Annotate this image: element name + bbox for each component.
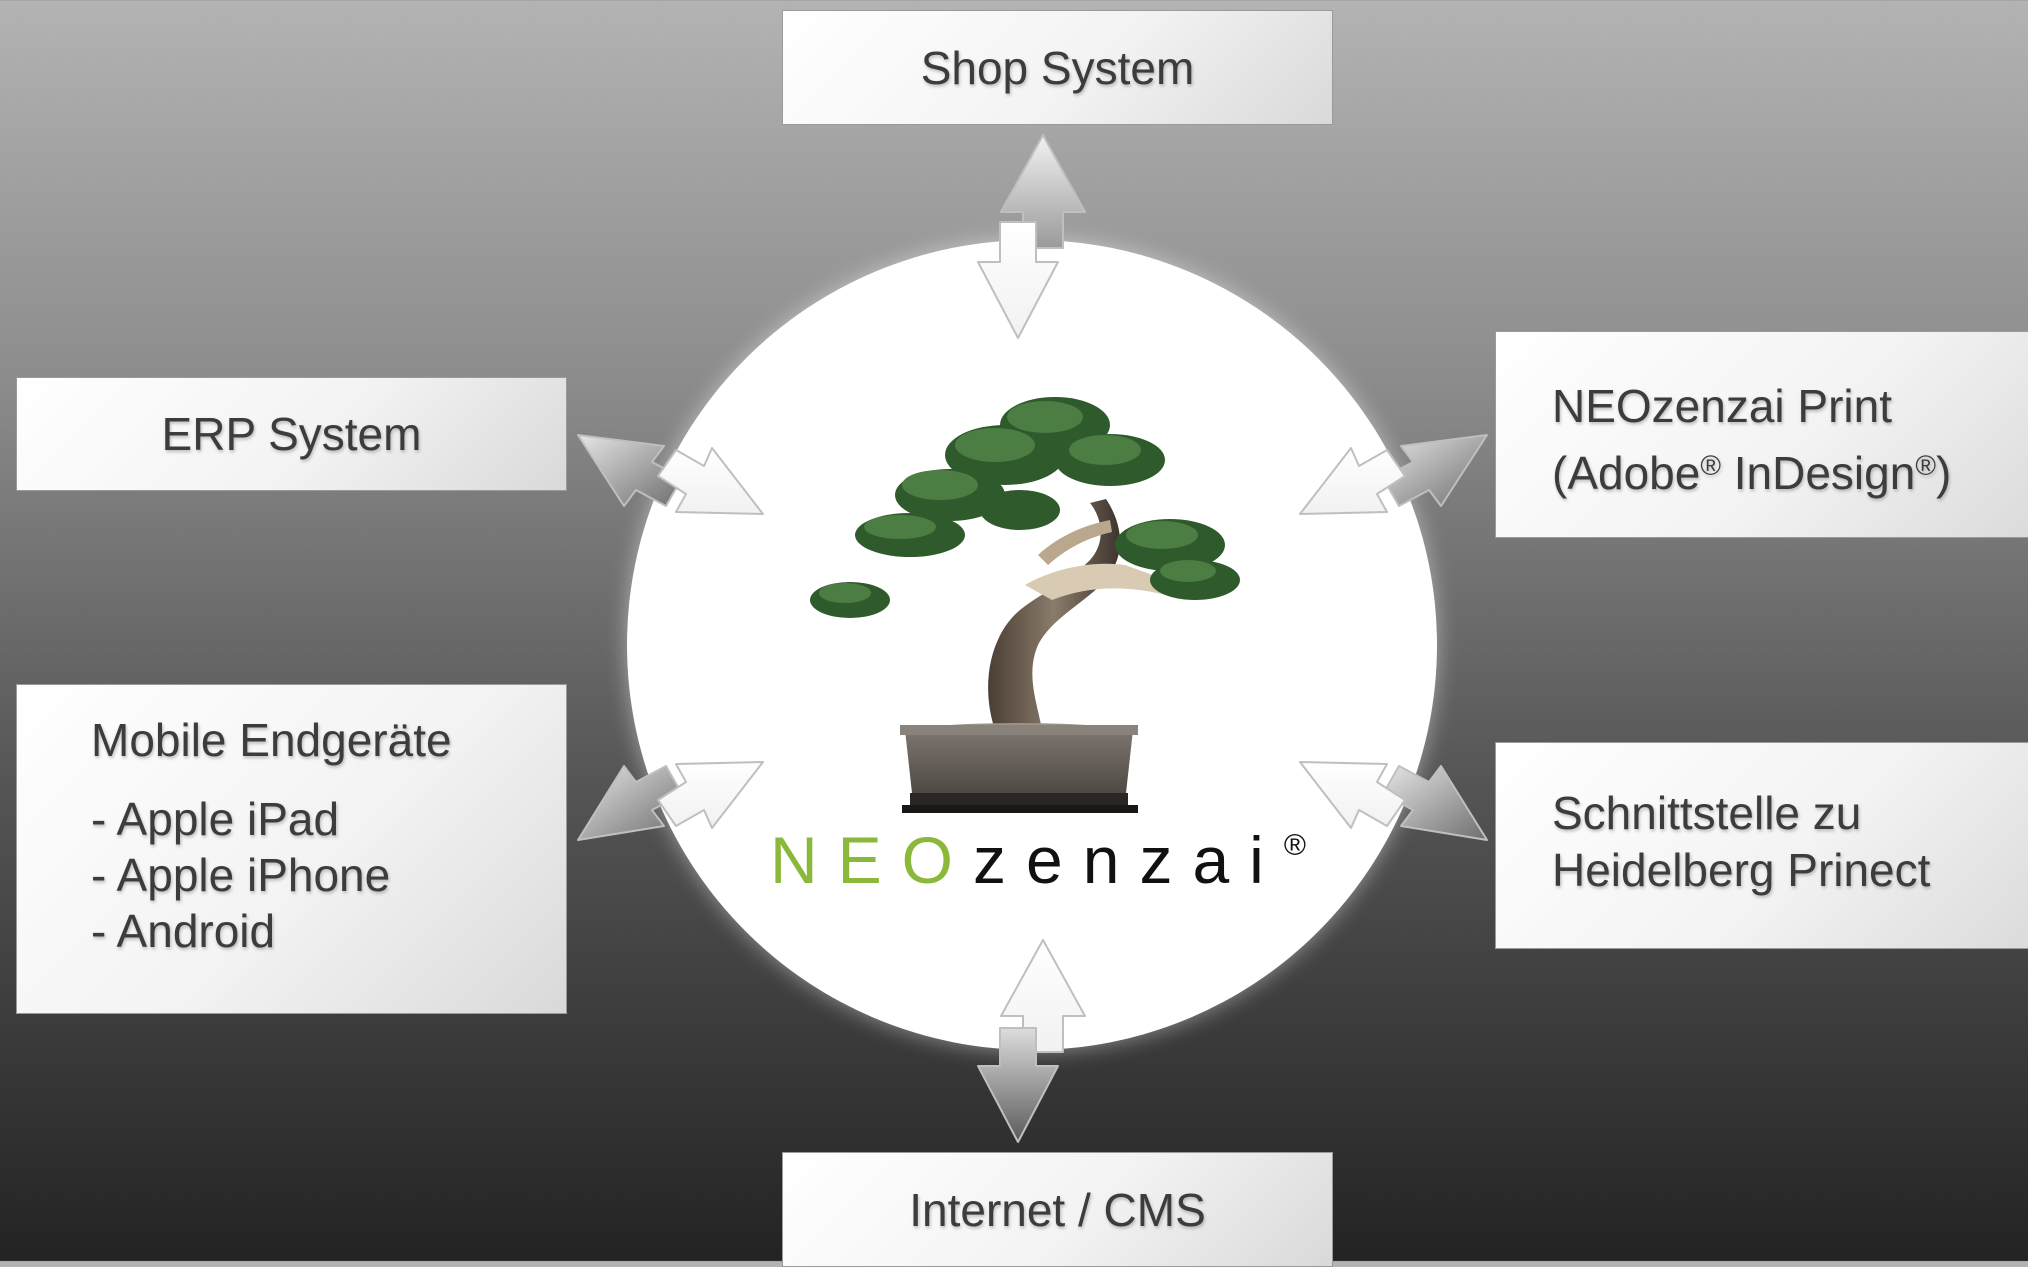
neozenzai-logo: NEOzenzai®: [770, 822, 1310, 898]
bonsai-tree-image: [810, 397, 1240, 813]
arrow-shop-in: [977, 221, 1059, 339]
arrow-internet-out: [977, 1027, 1059, 1143]
mobile-item-ipad: - Apple iPad: [91, 793, 340, 845]
arrow-prinect-out: [1382, 765, 1488, 841]
internet-cms-box: Internet / CMS: [782, 1152, 1333, 1267]
logo-zenzai-text: zenzai: [973, 823, 1284, 897]
mobile-item-android: - Android: [91, 905, 276, 957]
prinect-line-2: Heidelberg Prinect: [1552, 844, 1931, 896]
arrow-mobile-out: [577, 765, 683, 841]
arrow-erp-in: [657, 447, 764, 515]
logo-registered-mark: ®: [1283, 829, 1306, 862]
arrow-internet-in: [1000, 939, 1086, 1053]
arrow-erp-out: [577, 434, 683, 507]
shop-system-box: Shop System: [782, 10, 1333, 125]
print-title: NEOzenzai Print: [1552, 380, 1893, 432]
internet-cms-label: Internet / CMS: [909, 1183, 1206, 1236]
arrow-print-out: [1382, 434, 1488, 507]
print-subtitle: (Adobe® InDesign®): [1552, 447, 1952, 499]
erp-system-label: ERP System: [161, 408, 422, 460]
mobile-devices-box: Mobile Endgeräte - Apple iPad - Apple iP…: [16, 684, 567, 1014]
mobile-title: Mobile Endgeräte: [91, 714, 452, 766]
arrow-mobile-in: [657, 761, 764, 829]
arrow-shop-out: [1000, 134, 1086, 249]
mobile-item-iphone: - Apple iPhone: [91, 849, 391, 901]
arrow-print-in: [1299, 447, 1406, 515]
shop-system-label: Shop System: [920, 41, 1195, 94]
arrow-prinect-in: [1299, 761, 1406, 829]
prinect-interface-box: Schnittstelle zu Heidelberg Prinect: [1495, 742, 2028, 949]
logo-neo-text: NEO: [770, 823, 974, 897]
neozenzai-print-box: NEOzenzai Print (Adobe® InDesign®): [1495, 331, 2028, 538]
erp-system-box: ERP System: [16, 377, 567, 491]
prinect-line-1: Schnittstelle zu: [1552, 787, 1862, 839]
